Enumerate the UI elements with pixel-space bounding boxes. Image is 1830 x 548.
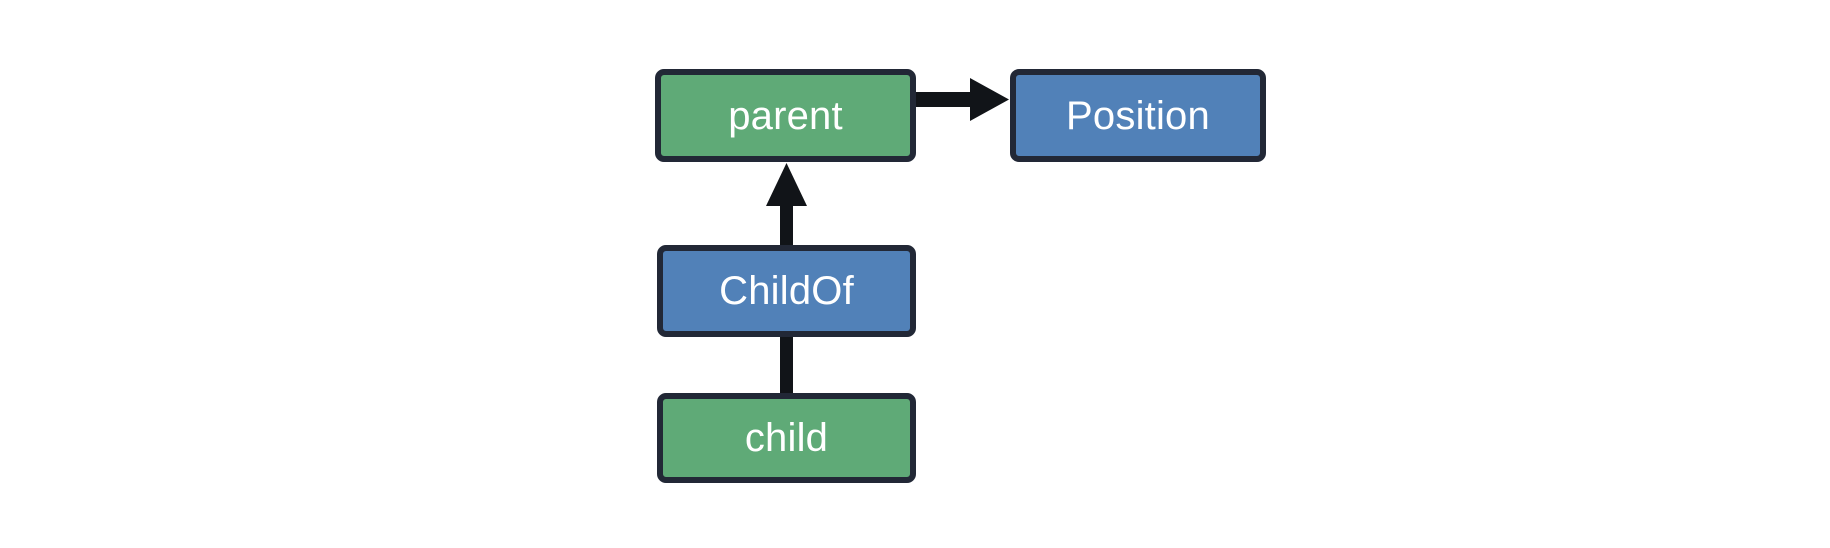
node-parent[interactable]: parent [655, 69, 916, 162]
edge-child-to-childof-hitarea[interactable] [775, 333, 799, 397]
edge-childof-to-parent-hitarea[interactable] [762, 158, 810, 250]
node-child[interactable]: child [657, 393, 916, 483]
node-parent-label: parent [728, 93, 843, 138]
node-childof[interactable]: ChildOf [657, 245, 916, 337]
node-childof-label: ChildOf [719, 269, 854, 313]
node-child-label: child [744, 416, 829, 460]
node-position-label: Position [1066, 93, 1210, 138]
node-position[interactable]: Position [1010, 69, 1266, 162]
edge-parent-to-position-hitarea[interactable] [908, 84, 1016, 116]
